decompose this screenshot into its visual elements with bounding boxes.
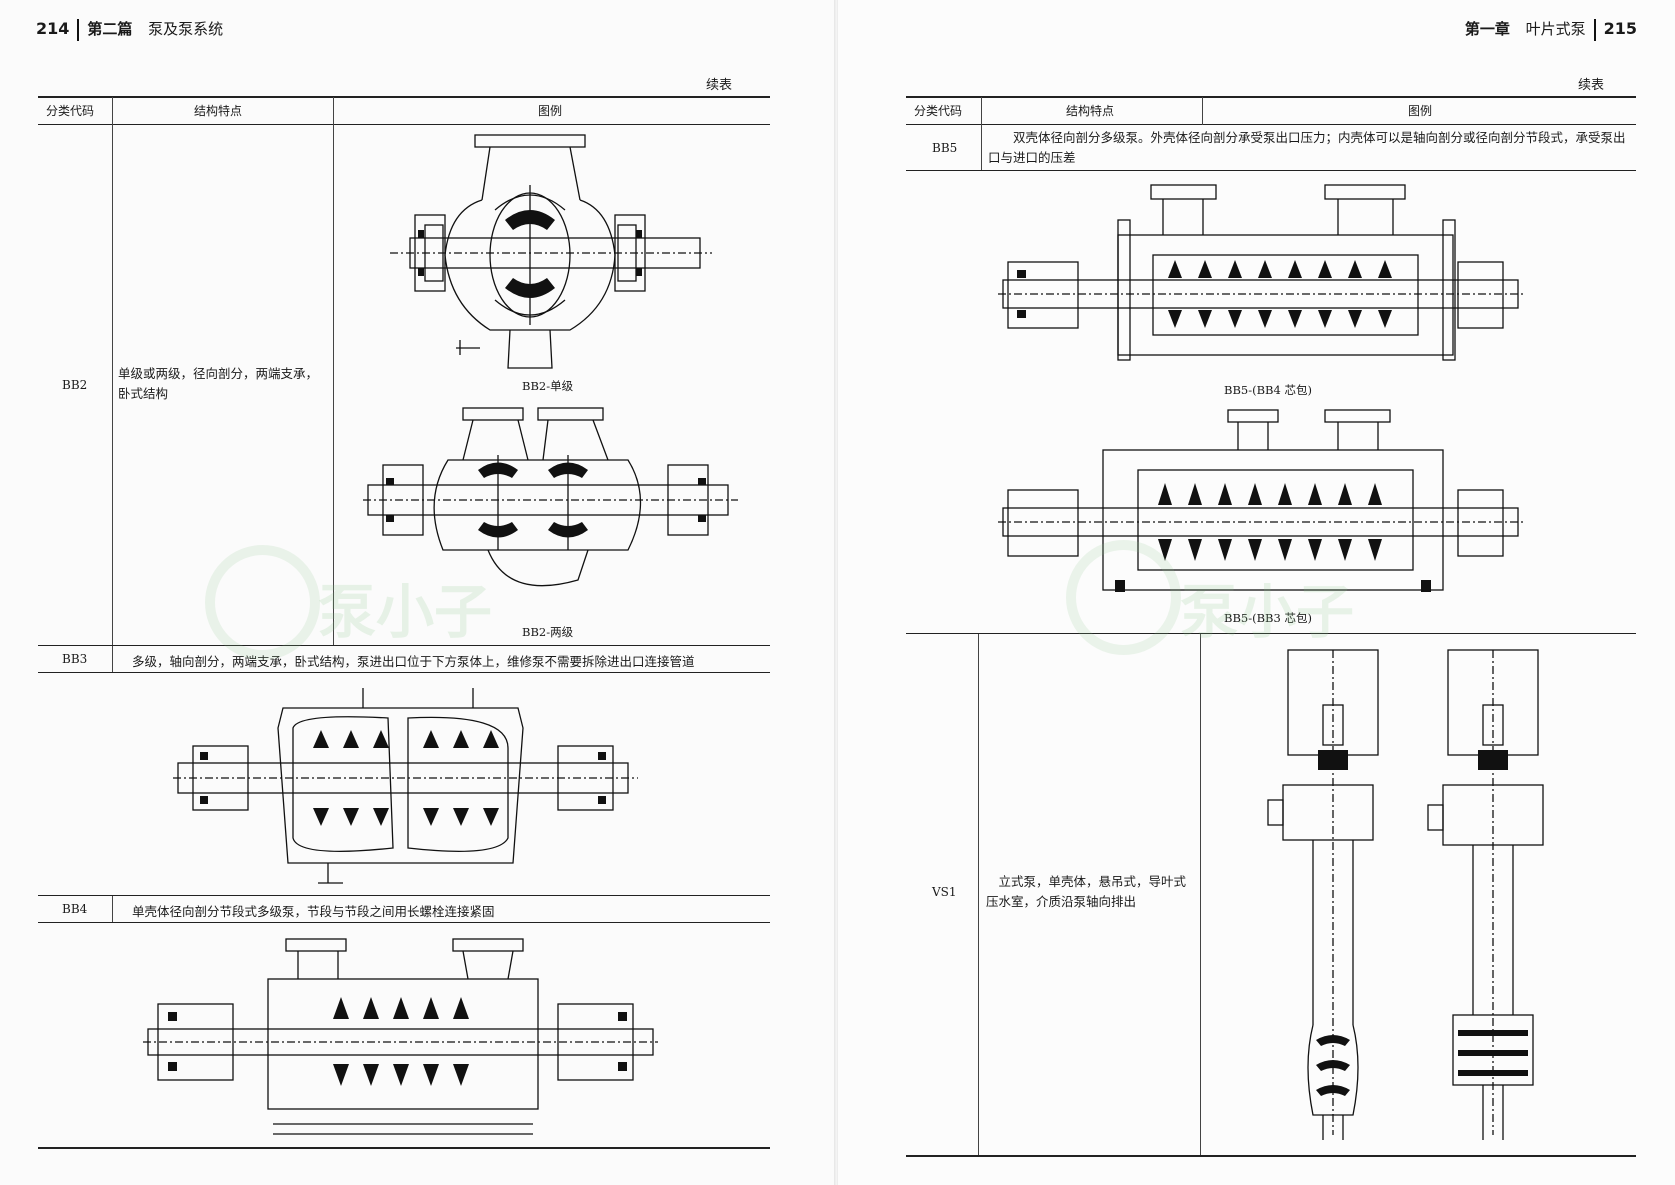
left-page-header: 214 第二篇 泵及泵系统 <box>36 18 223 41</box>
row-description-bb3: 多级，轴向剖分，两端支承，卧式结构，泵进出口位于下方泵体上，维修泵不需要拆除进出… <box>132 654 695 669</box>
row-code-vs1: VS1 <box>932 885 957 899</box>
chapter-label: 第一章 <box>1464 20 1510 38</box>
row-description-bb2: 单级或两级，径向剖分，两端支承，卧式结构 <box>118 366 319 401</box>
part-label: 第二篇 <box>87 20 133 38</box>
column-header-features: 结构特点 <box>194 104 243 118</box>
watermark-logo-icon <box>1066 540 1181 655</box>
column-header-code: 分类代码 <box>914 104 963 118</box>
row-description-bb4: 单壳体径向剖分节段式多级泵，节段与节段之间用长螺栓连接紧固 <box>132 904 495 919</box>
vs1-pump-drawing-a <box>1267 649 1379 1140</box>
bb4-segmental-multistage-drawing <box>143 938 658 1135</box>
column-header-code: 分类代码 <box>46 104 95 118</box>
page-number: 214 <box>36 19 70 38</box>
row-description-vs1: 立式泵，单壳体，悬吊式，导叶式压水室，介质沿泵轴向排出 <box>986 874 1187 909</box>
row-description-bb5: 双壳体径向剖分多级泵。外壳体径向剖分承受泵出口压力；内壳体可以是轴向剖分或径向剖… <box>988 130 1626 165</box>
row-code-bb2: BB2 <box>62 378 88 392</box>
right-page: 第一章 叶片式泵 215 续表 分类代码 结构特点 图例 BB5 双壳体径向剖分多… <box>838 0 1675 1185</box>
bb5-bb4-cartridge-drawing <box>998 184 1523 361</box>
column-header-figure: 图例 <box>538 104 563 118</box>
column-header-figure: 图例 <box>1408 104 1433 118</box>
watermark-logo-icon <box>205 545 320 660</box>
page-number: 215 <box>1603 19 1637 38</box>
continued-label: 续表 <box>706 78 733 93</box>
chapter-title: 叶片式泵 <box>1525 20 1586 38</box>
bb2-single-stage-drawing <box>390 134 712 369</box>
caption-bb5-bb3-cartridge: BB5-(BB3 芯包) <box>1224 611 1312 625</box>
book-gutter <box>834 0 839 1185</box>
row-code-bb5: BB5 <box>932 141 958 155</box>
watermark-right: 泵小子 <box>1180 578 1355 646</box>
column-header-features: 结构特点 <box>1066 104 1115 118</box>
row-code-bb4: BB4 <box>62 902 88 916</box>
part-title: 泵及泵系统 <box>148 20 224 38</box>
caption-bb2-single: BB2-单级 <box>522 379 574 393</box>
right-page-header: 第一章 叶片式泵 215 <box>1465 18 1637 41</box>
caption-bb2-two: BB2-两级 <box>522 625 574 639</box>
bb2-two-stage-drawing <box>363 407 738 587</box>
row-code-bb3: BB3 <box>62 652 88 666</box>
bb3-axially-split-drawing <box>173 688 638 884</box>
continued-label: 续表 <box>1578 78 1605 93</box>
caption-bb5-bb4-cartridge: BB5-(BB4 芯包) <box>1224 383 1312 397</box>
vs1-pump-drawing-b <box>1427 649 1544 1140</box>
watermark-left: 泵小子 <box>318 578 493 646</box>
left-page: 214 第二篇 泵及泵系统 续表 分类代码 结构特点 图例 BB2 单级或两级，径… <box>0 0 835 1185</box>
